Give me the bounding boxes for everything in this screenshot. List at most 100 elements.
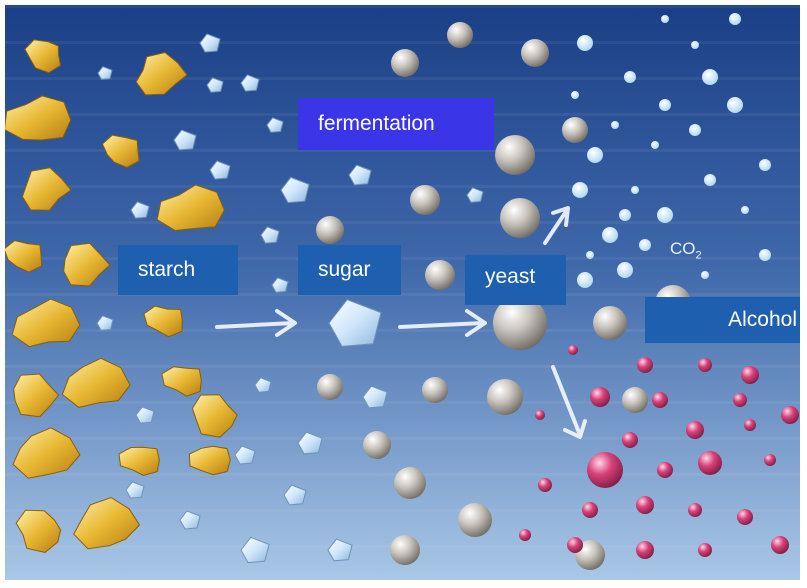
alcohol-molecule-icon <box>535 410 545 420</box>
co2-bubble-icon <box>651 141 659 149</box>
yeast-cell-icon <box>316 216 344 244</box>
alcohol-molecule-icon <box>567 537 583 553</box>
yeast-cell-icon <box>422 377 448 403</box>
co2-bubble-icon <box>617 262 633 278</box>
sugar-crystal-icon <box>327 538 353 562</box>
starch-granule-icon <box>63 242 111 287</box>
sugar-crystal-icon <box>240 536 270 564</box>
sugar-crystal-icon <box>266 117 284 133</box>
sugar-crystal-icon <box>179 510 201 530</box>
co2-bubble-icon <box>657 207 673 223</box>
sugar-crystal-icon <box>125 481 145 499</box>
sugar-crystal-icon <box>206 77 224 93</box>
sugar-crystal-icon <box>283 484 307 506</box>
alcohol-molecule-icon <box>698 451 722 475</box>
co2-label: CO2 <box>670 239 702 262</box>
sugar-crystal-icon <box>97 66 113 80</box>
co2-bubble-icon <box>741 206 749 214</box>
co2-bubble-icon <box>729 13 741 25</box>
alcohol-molecule-icon <box>764 454 776 466</box>
starch-label: starch <box>118 245 238 295</box>
process-arrow-icon <box>543 206 570 245</box>
yeast-cell-icon <box>390 535 420 565</box>
alcohol-molecule-icon <box>781 406 799 424</box>
starch-granules <box>5 39 238 554</box>
starch-granule-icon <box>161 366 202 397</box>
sugar-crystal-icon <box>135 406 155 424</box>
yeast-cell-icon <box>500 198 540 238</box>
yeast-label: yeast <box>465 255 566 305</box>
alcohol-molecule-icon <box>771 536 789 554</box>
sugar-crystal-icon <box>328 299 382 347</box>
co2-bubble-icon <box>587 147 603 163</box>
yeast-cell-icon <box>447 22 473 48</box>
co2-bubble-icon <box>759 159 771 171</box>
starch-granule-icon <box>61 357 131 408</box>
yeast-cell-icon <box>562 117 588 143</box>
co2-bubble-icon <box>602 227 618 243</box>
yeast-cell-icon <box>521 39 549 67</box>
co2-bubble-icon <box>619 209 631 221</box>
sugar-crystal-icon <box>280 176 310 204</box>
co2-bubbles <box>571 13 771 288</box>
sugar-crystal-icon <box>240 74 260 92</box>
starch-granule-icon <box>135 51 188 96</box>
alcohol-molecule-icon <box>686 421 704 439</box>
alcohol-molecule-icon <box>741 366 759 384</box>
sugar-crystal-icon <box>297 431 323 455</box>
co2-bubble-icon <box>577 35 593 51</box>
fermentation-diagram: CO2 fermentation starch sugar yeast Alco… <box>5 5 800 580</box>
sugar-crystal-icon <box>209 160 231 180</box>
sugar-crystal-icon <box>254 377 272 393</box>
co2-bubble-icon <box>572 182 588 198</box>
starch-granule-icon <box>13 373 60 418</box>
alcohol-molecule-icon <box>636 541 654 559</box>
sugar-crystals <box>96 33 484 564</box>
yeast-cell-icon <box>593 306 627 340</box>
yeast-cell-icon <box>622 387 648 413</box>
sugar-crystal-icon <box>130 201 150 219</box>
co2-bubble-icon <box>689 124 701 136</box>
sugar-crystal-icon <box>234 445 256 465</box>
process-arrow-icon <box>215 309 297 337</box>
starch-granule-icon <box>5 95 72 141</box>
sugar-label: sugar <box>298 245 401 295</box>
co2-bubble-icon <box>704 174 716 186</box>
sugar-crystal-icon <box>362 385 388 409</box>
co2-bubble-icon <box>659 99 671 111</box>
sugar-crystal-icon <box>466 187 484 203</box>
co2-bubble-icon <box>611 121 619 129</box>
co2-bubble-icon <box>577 272 593 288</box>
alcohol-molecules <box>519 345 799 559</box>
alcohol-molecule-icon <box>637 357 653 373</box>
yeast-cell-icon <box>410 185 440 215</box>
alcohol-molecule-icon <box>744 419 756 431</box>
co2-bubble-icon <box>661 15 669 23</box>
starch-granule-icon <box>11 298 81 348</box>
process-arrow-icon <box>551 365 587 439</box>
alcohol-molecule-icon <box>733 393 747 407</box>
alcohol-molecule-icon <box>568 345 578 355</box>
alcohol-molecule-icon <box>737 509 753 525</box>
co2-bubble-icon <box>701 271 709 279</box>
co2-bubble-icon <box>702 69 718 85</box>
starch-granule-icon <box>143 305 183 338</box>
yeast-cell-icon <box>487 379 523 415</box>
starch-granule-icon <box>118 446 160 477</box>
yeast-cell-icon <box>394 467 426 499</box>
yeast-cell-icon <box>391 49 419 77</box>
alcohol-molecule-icon <box>688 503 702 517</box>
alcohol-molecule-icon <box>590 387 610 407</box>
co2-bubble-icon <box>759 249 771 261</box>
process-arrows <box>215 206 587 439</box>
alcohol-molecule-icon <box>622 432 638 448</box>
starch-granule-icon <box>101 134 140 169</box>
sugar-crystal-icon <box>96 315 114 331</box>
yeast-cell-icon <box>425 260 455 290</box>
process-arrow-icon <box>398 309 487 337</box>
sugar-crystal-icon <box>199 33 221 53</box>
co2-bubble-icon <box>631 186 639 194</box>
starch-granule-icon <box>24 39 62 74</box>
starch-granule-icon <box>12 427 81 479</box>
alcohol-label: Alcohol <box>645 297 800 343</box>
